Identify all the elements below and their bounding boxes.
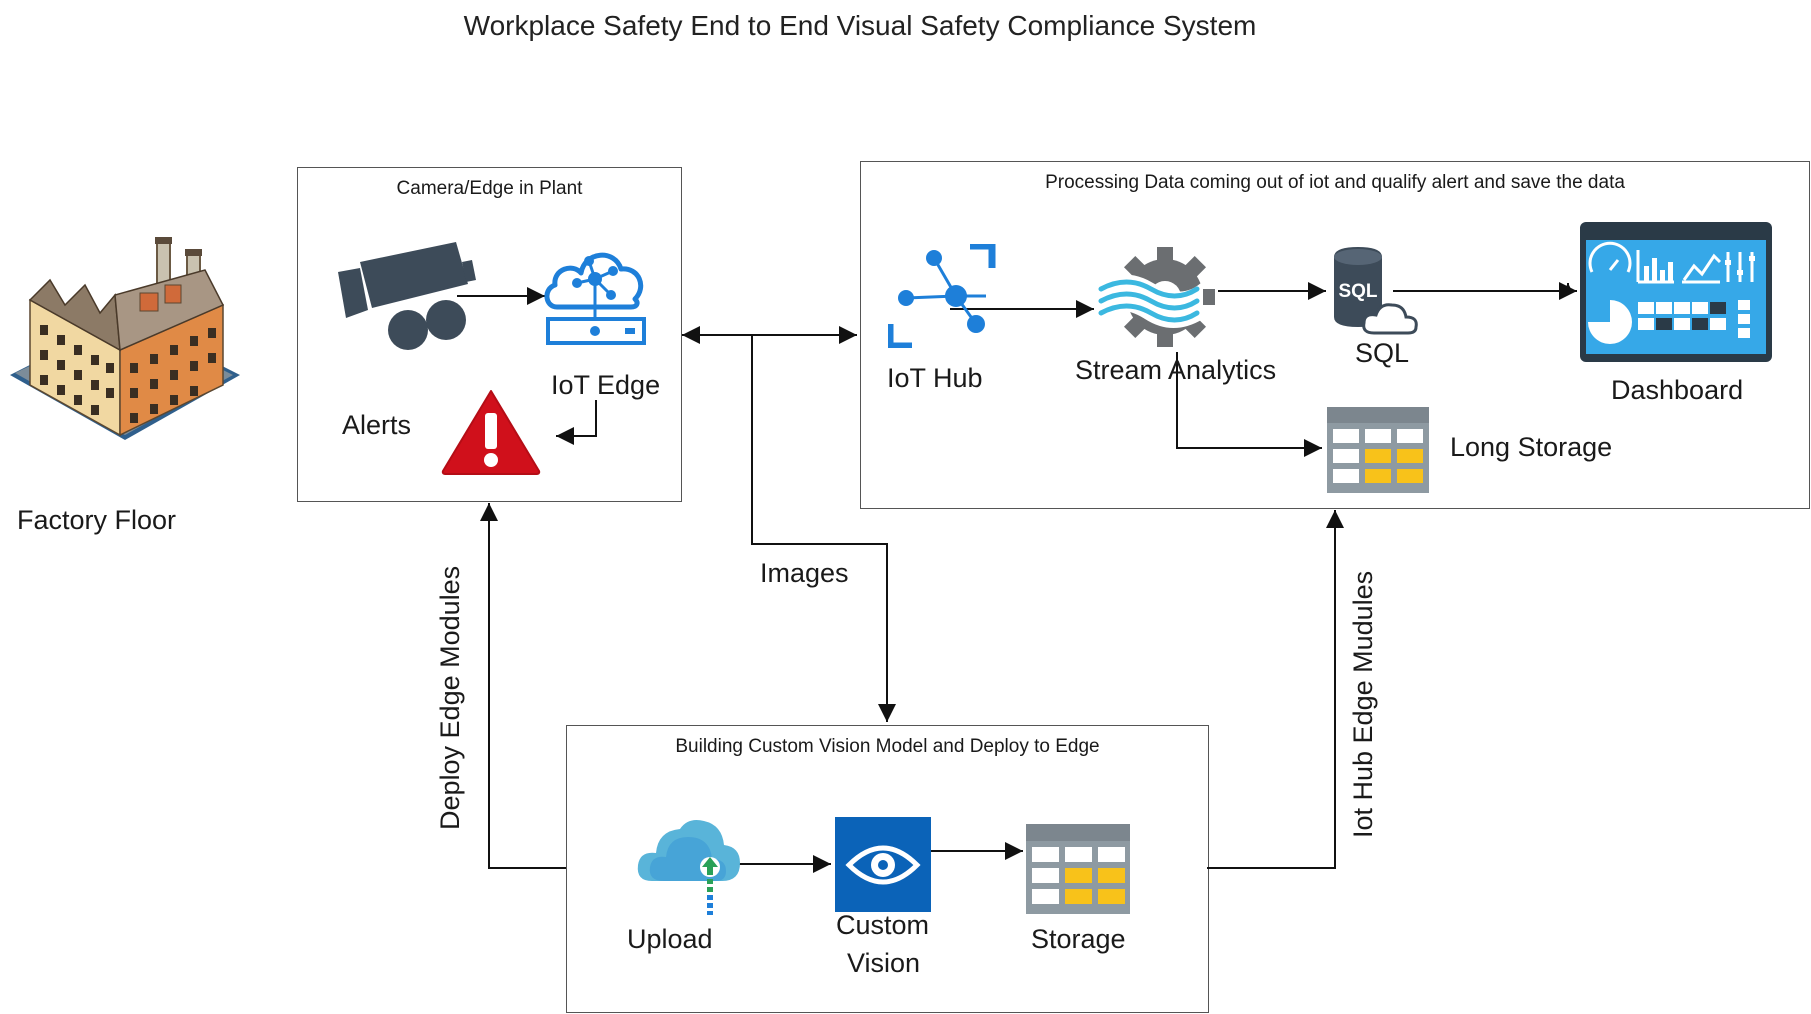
iot-edge-label: IoT Edge xyxy=(551,370,661,400)
deploy-edge-line xyxy=(480,503,566,869)
storage-icon xyxy=(1026,824,1130,914)
edge-to-alerts-line xyxy=(556,400,597,445)
processing-panel-title: Processing Data coming out of iot and qu… xyxy=(1045,172,1625,193)
custom-vision-icon xyxy=(835,817,931,912)
stream-to-storage-line xyxy=(1176,352,1322,457)
long-storage-icon xyxy=(1327,407,1429,493)
upload-icon xyxy=(637,820,740,915)
deploy-edge-modules-label: Deploy Edge Modules xyxy=(435,565,465,830)
custom-vision-label-line2: Vision xyxy=(847,948,921,978)
factory-floor-label: Factory Floor xyxy=(17,505,177,535)
dashboard-label: Dashboard xyxy=(1611,375,1744,405)
upload-label: Upload xyxy=(627,924,713,954)
camera-icon xyxy=(338,242,476,350)
factory-icon xyxy=(10,237,240,440)
iot-hub-edge-modules-label: Iot Hub Edge Mudules xyxy=(1348,570,1378,838)
alerts-label: Alerts xyxy=(342,410,412,440)
storage-label: Storage xyxy=(1031,924,1126,954)
sql-label: SQL xyxy=(1355,338,1410,368)
sql-badge-text: SQL xyxy=(1338,281,1377,302)
custom-vision-label-line1: Custom xyxy=(836,910,930,940)
camera-edge-panel-title: Camera/Edge in Plant xyxy=(396,178,583,199)
alert-icon xyxy=(441,390,541,475)
stream-analytics-icon xyxy=(1095,247,1215,347)
dashboard-icon xyxy=(1580,222,1772,362)
iot-hub-label: IoT Hub xyxy=(887,363,983,393)
iot-edge-icon xyxy=(544,252,646,345)
sql-icon: SQL xyxy=(1334,247,1418,335)
images-label: Images xyxy=(760,558,849,588)
stream-analytics-label: Stream Analytics xyxy=(1075,355,1277,385)
diagram-title: Workplace Safety End to End Visual Safet… xyxy=(463,10,1257,41)
custom-vision-panel-title: Building Custom Vision Model and Deploy … xyxy=(675,736,1100,757)
iot-hub-edge-line xyxy=(1207,510,1344,869)
images-line xyxy=(751,335,896,722)
iot-hub-icon xyxy=(888,244,996,348)
long-storage-label: Long Storage xyxy=(1450,432,1613,462)
